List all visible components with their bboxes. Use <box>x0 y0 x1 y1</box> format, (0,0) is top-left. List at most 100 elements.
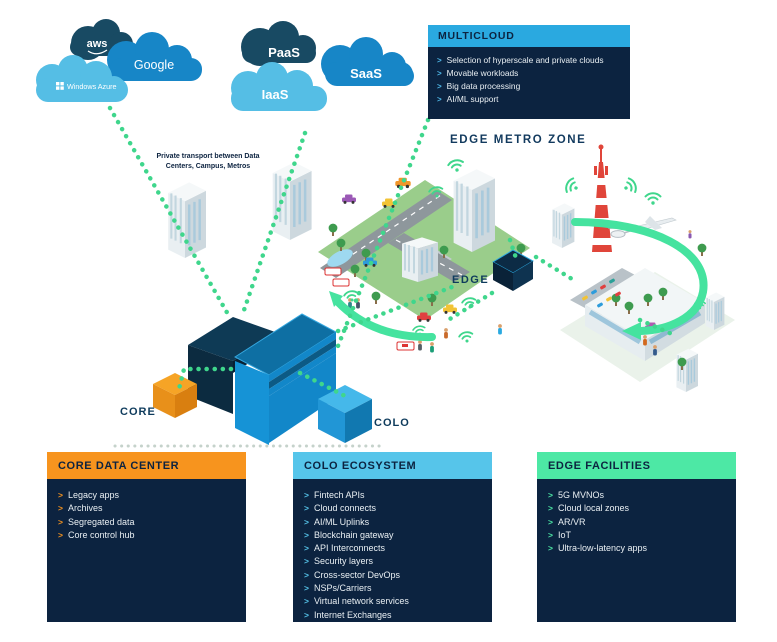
chevron-icon: > <box>304 490 309 500</box>
chevron-icon: > <box>58 503 63 514</box>
azure-label: Windows Azure <box>67 82 117 91</box>
multicloud-box: MULTICLOUD > Selection of hyperscale and… <box>428 25 630 119</box>
item-text: IoT <box>557 529 571 540</box>
list-item: > Selection of hyperscale and private cl… <box>437 54 621 67</box>
list-item: > Blockchain gateway <box>304 529 481 542</box>
colo-ecosystem-box: COLO ECOSYSTEM > Fintech APIs > Cloud co… <box>293 452 492 622</box>
ambulance-icon <box>396 341 415 351</box>
chevron-icon: > <box>548 490 553 500</box>
chevron-icon: > <box>304 529 309 540</box>
chevron-icon: > <box>437 69 442 78</box>
green-flow-arrows <box>329 218 708 342</box>
dotted-links <box>107 105 675 400</box>
list-item: > Cross-sector DevOps <box>304 569 481 582</box>
item-text: Selection of hyperscale and private clou… <box>446 55 604 65</box>
chevron-icon: > <box>304 556 309 567</box>
edge-box-items: > 5G MVNOs > Cloud local zones > AR/VR >… <box>537 479 736 622</box>
item-text: Fintech APIs <box>313 490 365 500</box>
item-text: Security layers <box>313 556 373 567</box>
item-text: Legacy apps <box>67 490 120 500</box>
colo-cube <box>318 385 372 443</box>
fire-truck-icon <box>324 267 350 287</box>
chevron-icon: > <box>304 543 309 554</box>
item-text: AI/ML Uplinks <box>313 516 370 527</box>
list-item: > Security layers <box>304 555 481 568</box>
core-data-center-box: CORE DATA CENTER > Legacy apps > Archive… <box>47 452 246 622</box>
item-text: Segregated data <box>67 516 135 527</box>
edge-pod <box>491 249 535 291</box>
colo-box-items: > Fintech APIs > Cloud connects > AI/ML … <box>293 479 492 622</box>
chevron-icon: > <box>304 583 309 594</box>
chevron-icon: > <box>304 596 309 607</box>
chevron-icon: > <box>58 516 63 527</box>
item-text: NSPs/Carriers <box>313 583 372 594</box>
edge-facilities-box: EDGE FACILITIES > 5G MVNOs > Cloud local… <box>537 452 736 622</box>
chevron-icon: > <box>304 516 309 527</box>
colo-box-title: COLO ECOSYSTEM <box>293 452 492 479</box>
list-item: > AI/ML support <box>437 93 621 106</box>
list-item: > API Interconnects <box>304 542 481 555</box>
item-text: Blockchain gateway <box>313 529 394 540</box>
cloud-azure: Windows Azure <box>36 55 128 102</box>
item-text: Movable workloads <box>446 68 519 78</box>
chevron-icon: > <box>304 569 309 580</box>
cloud-iaas: IaaS <box>231 62 327 111</box>
wifi-icon <box>620 176 640 197</box>
chevron-icon: > <box>548 516 553 527</box>
chevron-icon: > <box>304 609 309 620</box>
item-text: AR/VR <box>557 516 586 527</box>
item-text: 5G MVNOs <box>557 490 604 500</box>
cloud-google: Google <box>107 32 202 81</box>
list-item: > Core control hub <box>58 529 235 542</box>
item-text: Core control hub <box>67 529 135 540</box>
list-item: > NSPs/Carriers <box>304 582 481 595</box>
colo-label: COLO <box>374 417 410 429</box>
list-item: > Legacy apps <box>58 489 235 502</box>
chevron-icon: > <box>548 543 553 554</box>
list-item: > Segregated data <box>58 516 235 529</box>
item-text: Big data processing <box>446 81 521 91</box>
list-item: > Big data processing <box>437 80 621 93</box>
chevron-icon: > <box>437 56 442 65</box>
list-item: > AR/VR <box>548 516 725 529</box>
chevron-icon: > <box>58 529 63 540</box>
chevron-icon: > <box>548 503 553 514</box>
item-text: API Interconnects <box>313 543 386 554</box>
cloud-saas: SaaS <box>321 37 414 86</box>
list-item: > Virtual network services <box>304 595 481 608</box>
iaas-label: IaaS <box>262 87 289 102</box>
chevron-icon: > <box>548 529 553 540</box>
multicloud-title: MULTICLOUD <box>428 25 630 47</box>
core-label: CORE <box>120 406 156 418</box>
item-text: Cloud connects <box>313 503 377 514</box>
core-cube <box>153 373 197 418</box>
cloud-paas: PaaS <box>241 21 316 66</box>
chevron-icon: > <box>437 82 442 91</box>
core-box-title: CORE DATA CENTER <box>47 452 246 479</box>
windows-logo-icon <box>56 82 64 90</box>
google-label: Google <box>134 58 174 72</box>
wifi-icon <box>562 176 582 197</box>
edge-metro-zone-label: EDGE METRO ZONE <box>450 134 587 146</box>
list-item: > 5G MVNOs <box>548 489 725 502</box>
list-item: > Archives <box>58 502 235 515</box>
item-text: Archives <box>67 503 103 514</box>
aws-logo: aws <box>87 38 108 50</box>
list-item: > Fintech APIs <box>304 489 481 502</box>
item-text: Cloud local zones <box>557 503 630 514</box>
list-item: > Cloud local zones <box>548 502 725 515</box>
list-item: > Cloud connects <box>304 502 481 515</box>
chevron-icon: > <box>437 95 442 104</box>
item-text: Ultra-low-latency apps <box>557 543 648 554</box>
saas-label: SaaS <box>350 66 382 81</box>
road <box>320 190 452 278</box>
vehicles <box>324 177 659 351</box>
list-item: > AI/ML Uplinks <box>304 516 481 529</box>
list-item: > Movable workloads <box>437 67 621 80</box>
item-text: Virtual network services <box>313 596 409 607</box>
edge-box-title: EDGE FACILITIES <box>537 452 736 479</box>
core-data-center-building <box>188 313 337 445</box>
core-box-items: > Legacy apps > Archives > Segregated da… <box>47 479 246 622</box>
